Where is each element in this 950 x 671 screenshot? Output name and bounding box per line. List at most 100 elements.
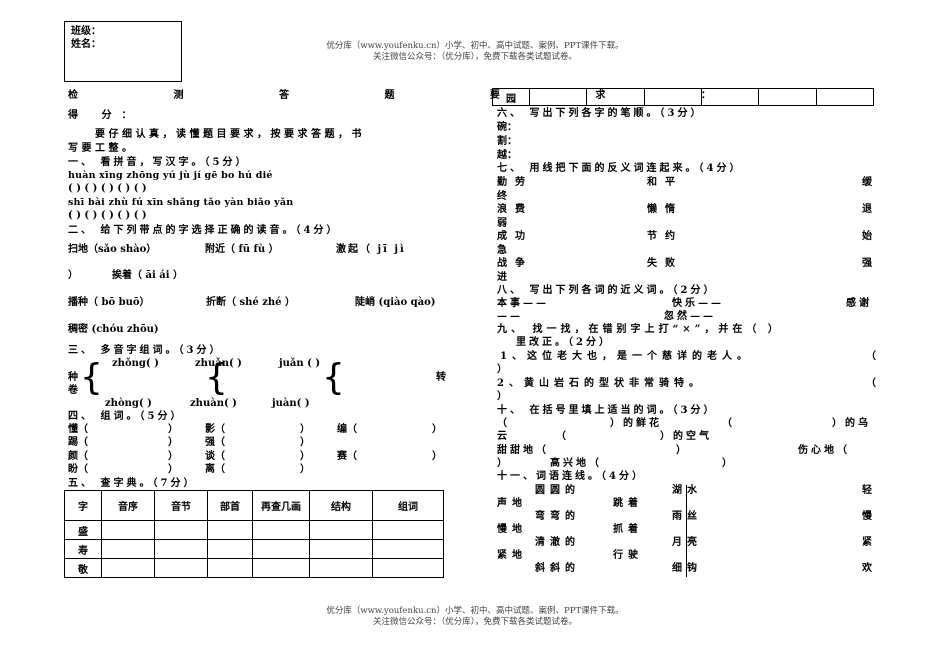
q4-word-close: ）: [168, 451, 178, 462]
q7-word[interactable]: 和平: [647, 177, 683, 188]
q11-word[interactable]: 抓着: [613, 524, 643, 535]
q11-word[interactable]: 跳着: [613, 498, 643, 509]
q10-text: ）: [497, 458, 507, 469]
q7-word[interactable]: 浪费: [497, 204, 533, 215]
q9-sentence-1: 1、这位老大也，是一个慈详的老人。: [500, 351, 752, 362]
table-header: 结构: [309, 490, 373, 521]
table-row: 敬: [64, 558, 444, 578]
student-info-box: 班级： 姓名：: [64, 21, 182, 82]
q4-word: 懂（: [68, 424, 88, 435]
requirements-title: 检 测 答 题 要 求 ：: [68, 90, 757, 101]
q2-item-zheduan: 折断（ shé zhé ）: [206, 297, 296, 308]
top-strip-table: 园: [492, 88, 875, 106]
q9-sentence-2: 2、黄山岩石的型状非常骑特。: [497, 378, 704, 389]
q4-word-close: ）: [432, 424, 442, 435]
q11-word[interactable]: 轻: [862, 485, 877, 496]
q10-text: 云: [497, 431, 507, 442]
q11-word[interactable]: 弯弯的: [535, 511, 580, 522]
q10-text: 伤心地（: [798, 445, 850, 456]
q10-text: （: [497, 418, 507, 429]
q2-item-bozhong: 播种（ bō buō）: [68, 297, 150, 308]
q11-word[interactable]: 慢: [862, 511, 877, 522]
class-label: 班级：: [71, 26, 101, 37]
q2-item-jiqi: 激起（ jī jì: [336, 244, 406, 255]
q7-word[interactable]: 节约: [647, 231, 683, 242]
table-header: 字: [64, 490, 102, 521]
name-label: 姓名：: [71, 39, 101, 50]
table-row: 寿: [64, 539, 444, 559]
q4-word: 编（: [337, 424, 357, 435]
table-header: 音节: [154, 490, 208, 521]
table-cell-char: 寿: [64, 539, 102, 559]
q3-bot-zhuan: zhuàn( ): [190, 398, 237, 409]
brace-icon: {: [80, 357, 103, 398]
q11-word[interactable]: 欢: [862, 563, 877, 574]
q11-word[interactable]: 斜斜的: [535, 563, 580, 574]
q11-word[interactable]: 紧: [862, 537, 877, 548]
q4-word-close: ）: [432, 451, 442, 462]
q4-word-close: ）: [168, 464, 178, 475]
q7-word[interactable]: 进: [497, 271, 515, 283]
q7-word[interactable]: 急: [497, 244, 515, 256]
question-6-title: 六、 写出下列各字的笔顺。（3分）: [497, 108, 704, 119]
q2-item-douqiao: 陡峭 (qiào qào): [355, 297, 436, 308]
table-header: 音序: [101, 490, 155, 521]
question-8-title: 八、 写出下列各词的近义词。（2分）: [497, 285, 717, 296]
q8-item: 感谢: [846, 298, 872, 309]
q7-word[interactable]: 战争: [497, 258, 533, 269]
q7-word[interactable]: 强: [862, 258, 880, 269]
q7-word[interactable]: 成功: [497, 231, 533, 242]
q4-word-close: ）: [300, 451, 310, 462]
q11-word[interactable]: 细钩: [672, 563, 702, 574]
q4-word: 影（: [205, 424, 225, 435]
q7-word[interactable]: 始: [862, 231, 880, 242]
q4-word: 颜（: [68, 451, 88, 462]
q10-text: ）的空气: [660, 431, 712, 442]
table-cell-char: 敬: [64, 558, 102, 578]
q4-word: 谈（: [205, 451, 225, 462]
question-5-title: 五、 查字典。（7分）: [68, 478, 197, 489]
table-header-row: 字 音序 音节 部首 再查几画 结构 组词: [64, 490, 444, 521]
q3-top-juan: juǎn ( ): [279, 358, 321, 369]
question-3-title: 三、 多音字组词。（3分）: [68, 345, 223, 356]
q11-word[interactable]: 慢地: [497, 524, 527, 535]
q11-word[interactable]: 声地: [497, 498, 527, 509]
q7-word[interactable]: 弱: [497, 217, 515, 229]
q7-word[interactable]: 缓: [862, 177, 880, 188]
q7-word[interactable]: 懒惰: [647, 204, 683, 215]
q4-word: 强（: [205, 437, 225, 448]
q11-word[interactable]: 紧地: [497, 550, 527, 561]
question-11-title: 十一、词语连线。（4分）: [497, 471, 645, 482]
q7-word[interactable]: 退: [862, 204, 880, 215]
q11-word[interactable]: 雨丝: [672, 511, 702, 522]
table-row: 盛: [64, 520, 444, 540]
brace-icon: {: [322, 357, 345, 398]
q11-word[interactable]: 清澈的: [535, 537, 580, 548]
table-header: 组词: [372, 490, 444, 521]
q4-word: 赛（: [337, 451, 357, 462]
question-9-title: 九、 找一找，在错别字上打“×”，并在（ ）: [497, 324, 782, 335]
q8-item: 快乐——: [672, 298, 724, 309]
q9-paren-open: （: [866, 351, 876, 362]
q6-item: 越：: [497, 150, 517, 161]
q3-bot-juan: juàn( ): [272, 398, 310, 409]
intro-line2: 写要工整。: [68, 143, 136, 154]
q7-word[interactable]: 勤劳: [497, 177, 533, 188]
q9-paren-open: （: [866, 378, 876, 389]
q10-text: ）: [676, 445, 686, 456]
q11-word[interactable]: 月亮: [672, 537, 702, 548]
q4-word: 盼（: [68, 464, 88, 475]
q11-word[interactable]: 圆圆的: [535, 485, 580, 496]
q7-word[interactable]: 终: [497, 190, 515, 202]
q7-word[interactable]: 失败: [647, 258, 683, 269]
q6-item: 割：: [497, 136, 517, 147]
table-header: 部首: [207, 490, 253, 521]
q10-text: （: [556, 431, 566, 442]
q3-char-zhong: 种: [68, 372, 78, 383]
q11-word[interactable]: 湖水: [672, 485, 702, 496]
q11-word[interactable]: 行驶: [613, 550, 643, 561]
dictionary-table: 字 音序 音节 部首 再查几画 结构 组词 盛 寿 敬: [64, 490, 444, 578]
question-9-title-cont: 里改正。（2分）: [516, 337, 612, 348]
q10-text: ）的鲜花: [610, 418, 662, 429]
q3-char-juan: 卷: [68, 385, 78, 396]
